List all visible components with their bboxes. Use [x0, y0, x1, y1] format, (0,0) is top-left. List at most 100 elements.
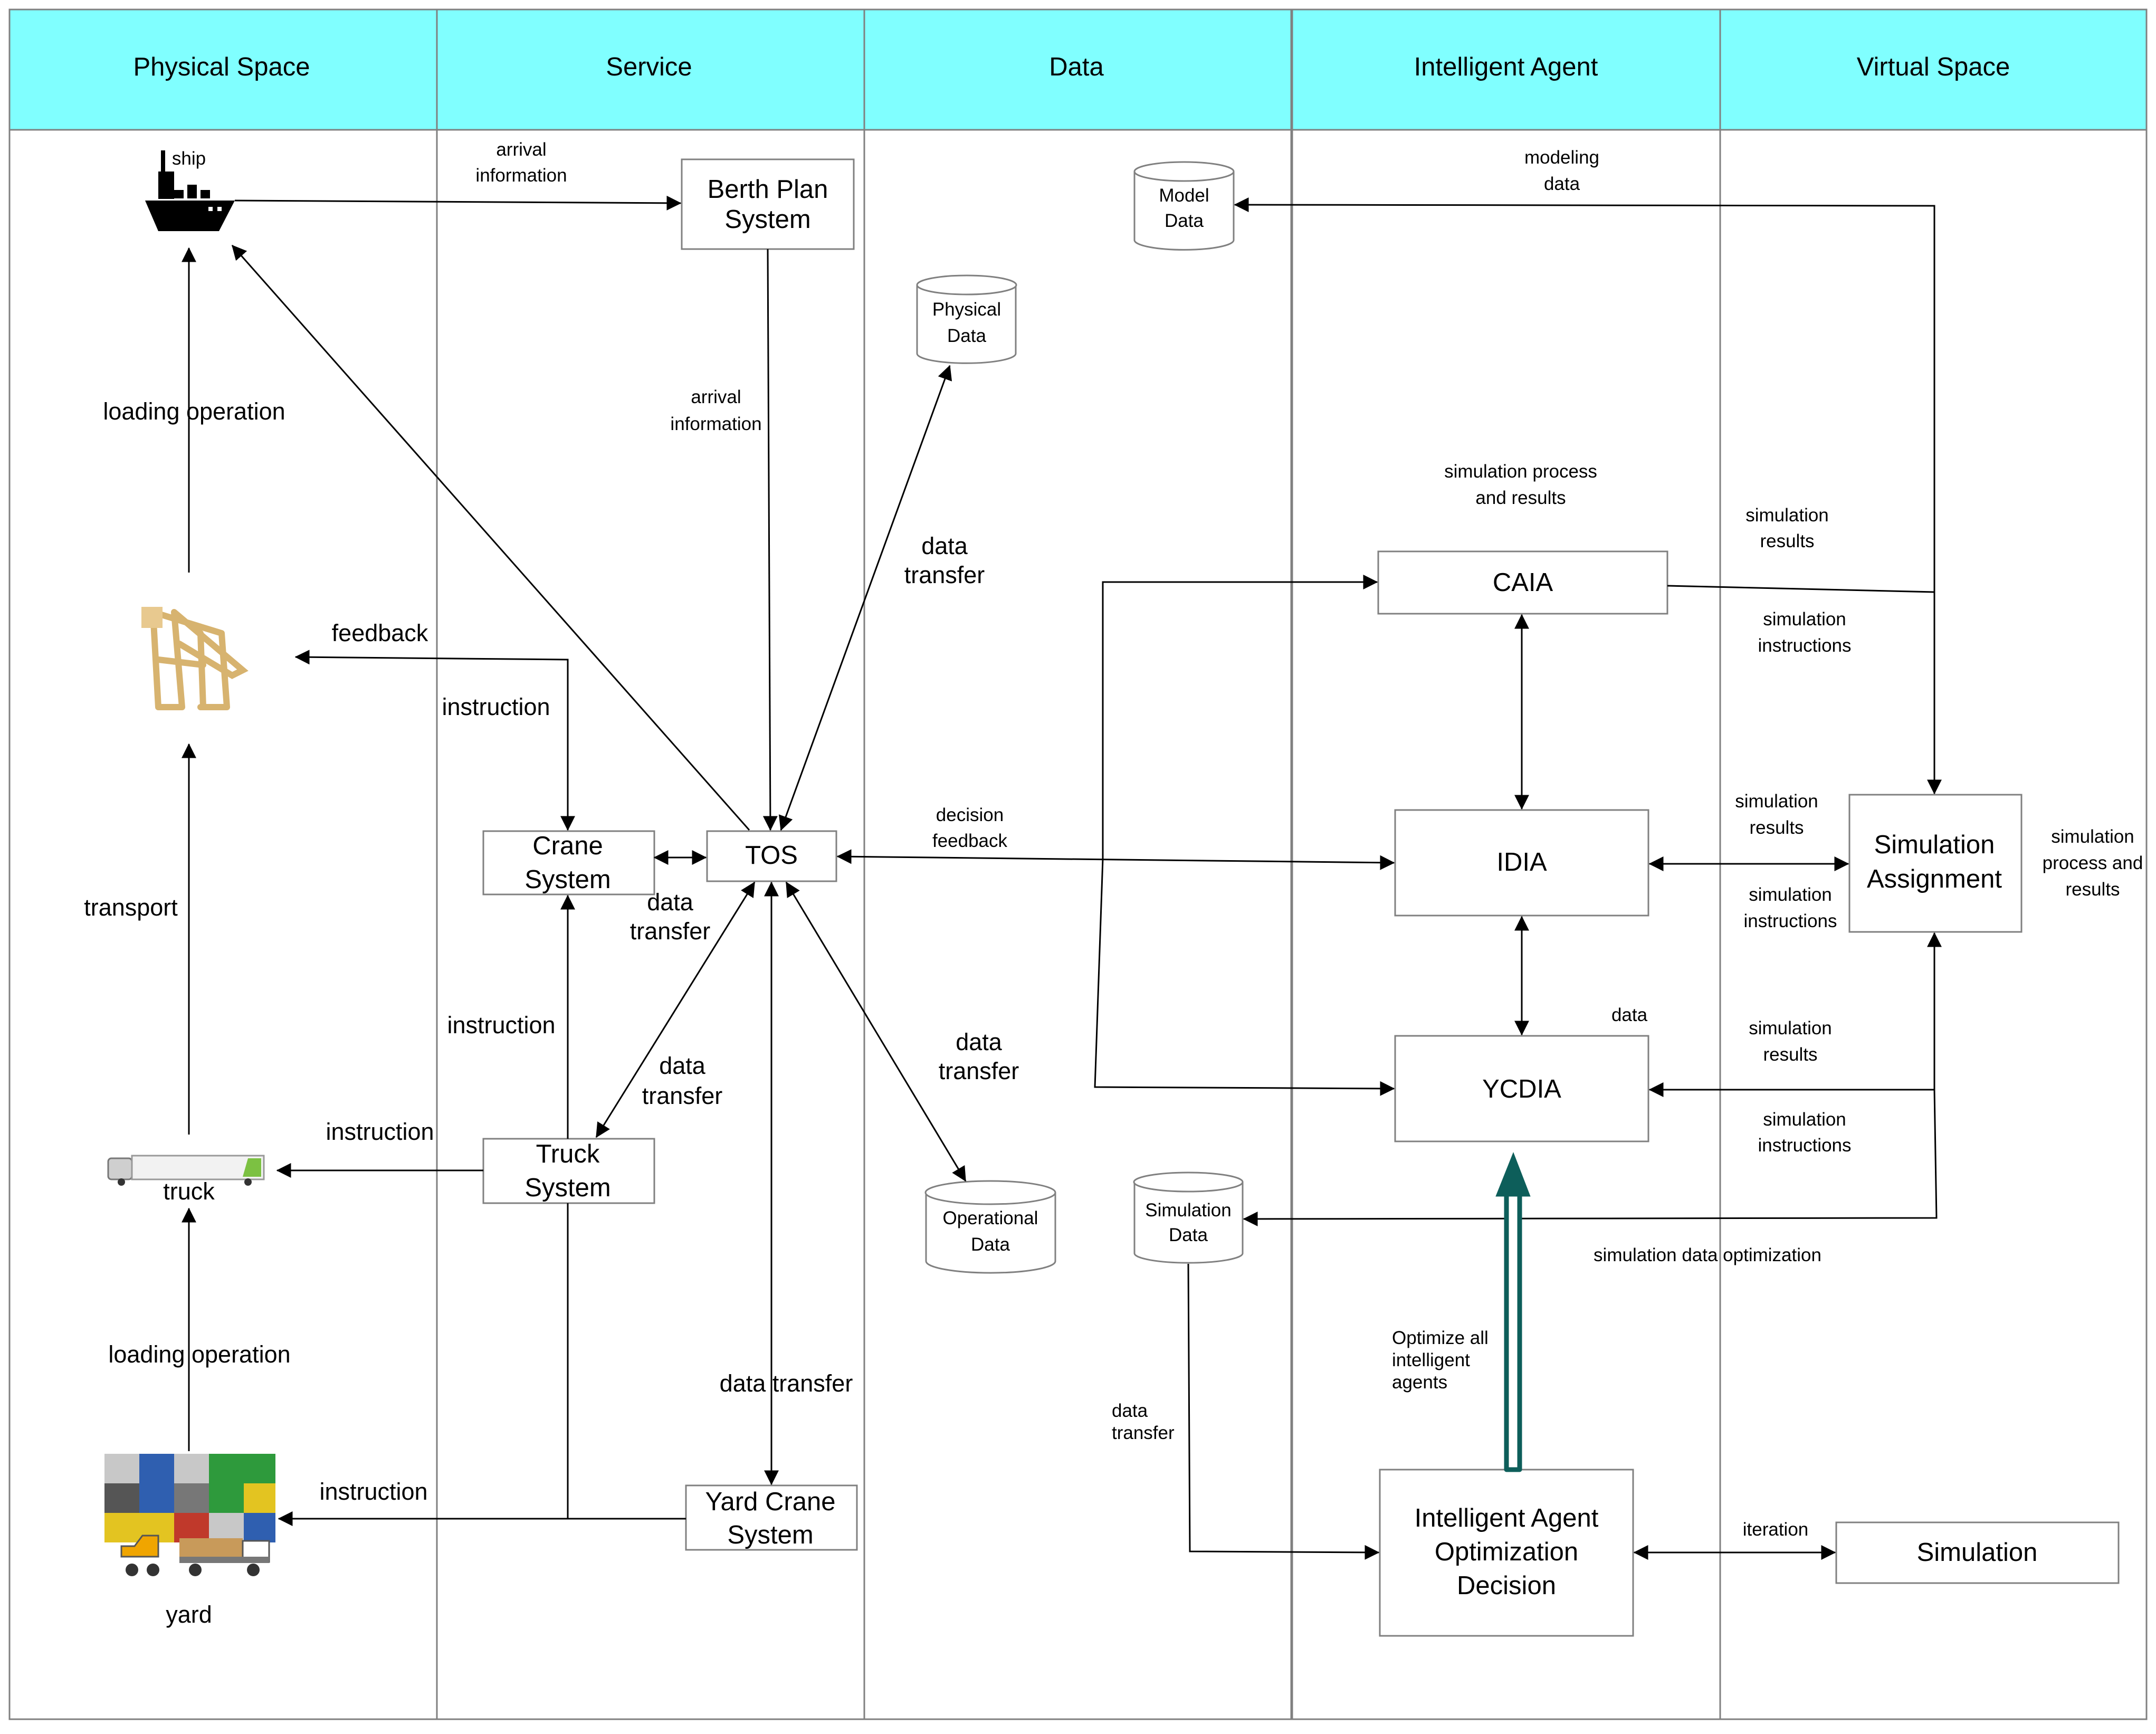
arrival-info-mid-line1: arrival: [691, 387, 741, 407]
truck-icon: [107, 1155, 265, 1186]
tos-to-ship-arrow: [231, 244, 750, 831]
tos-physical-data-arrow: [778, 365, 952, 831]
tos-box[interactable]: [706, 830, 837, 882]
lane-header-physical-space: Physical Space: [133, 53, 310, 81]
tos-label: TOS: [745, 841, 798, 870]
sim-results-2-line1: simulation: [1735, 791, 1818, 812]
sim-results-3-line2: results: [1763, 1044, 1817, 1065]
lane-headers: [8, 8, 2148, 131]
yard-icon: [104, 1454, 275, 1576]
sim-assignment-ycdia-arrow: [1648, 932, 1942, 1097]
iteration-label: iteration: [1743, 1519, 1809, 1540]
operational-data-label-line1: Operational: [943, 1208, 1038, 1228]
simulation-label: Simulation: [1917, 1538, 2038, 1567]
data-transfer-crane-line1: data: [647, 889, 694, 916]
quay-crane-icon: [141, 607, 249, 710]
yard-crane-system-label-line1: Yard Crane: [705, 1488, 836, 1516]
decision-feedback-line1: decision: [936, 805, 1004, 825]
data-transfer-sim-line1: data: [1112, 1400, 1148, 1421]
truck-system-box[interactable]: [482, 1138, 655, 1204]
simulation-data-label-line1: Simulation: [1145, 1200, 1231, 1221]
decision-feedback-line2: feedback: [932, 831, 1008, 851]
optimize-all-line2: intelligent: [1392, 1350, 1470, 1370]
yard-label: yard: [166, 1601, 212, 1628]
idia-box[interactable]: [1394, 809, 1649, 917]
optimization-decision-box[interactable]: [1379, 1469, 1634, 1637]
sim-instructions-3-line1: simulation: [1763, 1109, 1846, 1130]
caia-label: CAIA: [1493, 568, 1553, 597]
idia-label: IDIA: [1496, 848, 1547, 876]
data-transfer-operational-line1: data: [956, 1028, 1003, 1055]
sim-instructions-1-line1: simulation: [1763, 609, 1846, 630]
truck-system-to-yard-arrow: [278, 1203, 569, 1526]
data-label: data: [1611, 1005, 1648, 1025]
instruction-truck-label: instruction: [326, 1118, 434, 1145]
sim-process-results-right-line2: process and: [2043, 853, 2143, 873]
data-transfer-truck-line2: transfer: [642, 1082, 723, 1109]
feedback-label: feedback: [332, 620, 428, 646]
crane-system-label-line2: System: [524, 865, 610, 894]
simulation-data-cylinder[interactable]: [1133, 1171, 1244, 1264]
physical-data-label-line2: Data: [947, 326, 986, 346]
optimization-decision-label-line3: Decision: [1457, 1571, 1556, 1600]
modeling-data-line2: data: [1544, 174, 1580, 194]
berth-plan-system-box[interactable]: [681, 158, 855, 250]
sim-instructions-2-line1: simulation: [1749, 884, 1832, 905]
sim-results-3-line1: simulation: [1749, 1018, 1832, 1039]
to-ycdia-arrow: [1094, 859, 1395, 1096]
sim-results-1-line2: results: [1760, 531, 1814, 551]
simulation-box[interactable]: [1835, 1521, 2120, 1584]
operational-data-cylinder[interactable]: [924, 1180, 1056, 1274]
sim-instructions-3-line2: instructions: [1758, 1135, 1851, 1156]
physical-data-label-line1: Physical: [932, 299, 1001, 320]
sim-results-1-line1: simulation: [1745, 505, 1829, 526]
sim-data-optimization-label: simulation data optimization: [1594, 1245, 1821, 1265]
caia-box[interactable]: [1377, 550, 1668, 615]
sim-data-to-decision-arrow: [1187, 1263, 1380, 1560]
data-transfer-operational-line2: transfer: [939, 1057, 1019, 1084]
berth-to-tos-arrow: [762, 249, 778, 831]
tos-idia-arrow: [836, 849, 1395, 870]
header-band: [8, 8, 2148, 131]
feedback-arrow: [294, 650, 569, 830]
simulation-assignment-box[interactable]: [1848, 794, 2023, 933]
model-data-label-line2: Data: [1165, 211, 1204, 231]
arrival-info-top-line2: information: [475, 165, 567, 186]
data-transfer-physical-line1: data: [921, 532, 968, 559]
modeling-data-arrow: [1234, 197, 1935, 592]
optimize-all-line3: agents: [1392, 1372, 1447, 1393]
simulation-data-label-line2: Data: [1169, 1225, 1208, 1245]
truck-system-label-line1: Truck: [536, 1140, 600, 1168]
ycdia-label: YCDIA: [1482, 1075, 1561, 1103]
model-data-cylinder[interactable]: [1133, 161, 1235, 251]
lane-header-virtual-space: Virtual Space: [1857, 53, 2010, 81]
yard-crane-system-box[interactable]: [685, 1484, 858, 1551]
arrival-info-top-line1: arrival: [496, 139, 546, 160]
modeling-data-line1: modeling: [1524, 147, 1599, 168]
ycdia-box[interactable]: [1394, 1035, 1649, 1142]
physical-data-cylinder[interactable]: [916, 274, 1017, 364]
lane-header-service: Service: [606, 53, 692, 81]
data-transfer-crane-line2: transfer: [630, 918, 711, 945]
truck-system-tos-arrow: [595, 881, 756, 1138]
sim-process-results-line1: simulation process: [1444, 461, 1597, 482]
data-transfer-truck-line1: data: [659, 1052, 706, 1079]
sim-process-results-right-line3: results: [2065, 879, 2120, 900]
optimization-decision-label-line1: Intelligent Agent: [1415, 1504, 1599, 1532]
arrival-info-mid-line2: information: [670, 414, 761, 434]
instruction-yard-label: instruction: [319, 1478, 427, 1505]
operational-data-label-line2: Data: [971, 1234, 1010, 1255]
simulation-assignment-label-line2: Assignment: [1867, 865, 2002, 893]
sim-instructions-1-line2: instructions: [1758, 635, 1851, 656]
lane-header-data: Data: [1049, 53, 1104, 81]
optimization-decision-label-line2: Optimization: [1435, 1538, 1578, 1566]
truck-label: truck: [163, 1178, 215, 1205]
truck-system-label-line2: System: [524, 1174, 610, 1202]
transport-label: transport: [84, 894, 178, 921]
berth-plan-label-line1: Berth Plan: [708, 175, 828, 204]
tos-operational-data-arrow: [785, 881, 967, 1182]
sim-results-2-line2: results: [1749, 817, 1804, 838]
yard-crane-system-label-line2: System: [727, 1521, 813, 1549]
